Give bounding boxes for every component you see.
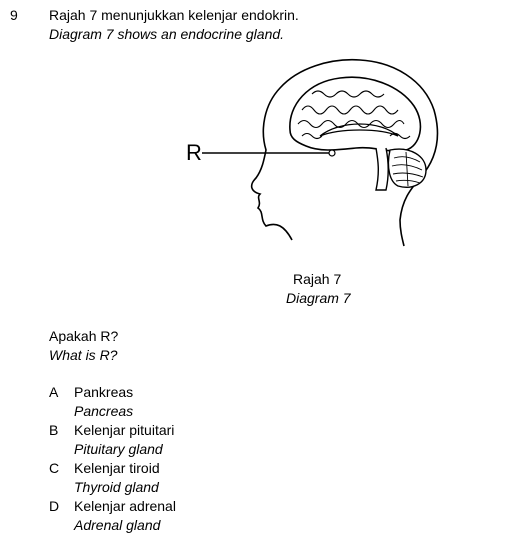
pituitary-gland: [328, 149, 336, 157]
brainstem: [375, 147, 389, 191]
option-text-english: Thyroid gland: [74, 479, 159, 495]
option-letter: C: [49, 460, 60, 476]
option-text-malay: Kelenjar adrenal: [74, 498, 176, 514]
diagram-caption-english: Diagram 7: [286, 290, 351, 306]
option-letter: A: [49, 384, 59, 400]
option-letter: B: [49, 422, 59, 438]
pointer-label: R: [186, 140, 202, 165]
question-stem-malay: Rajah 7 menunjukkan kelenjar endokrin.: [49, 7, 299, 23]
head-brain-diagram: [202, 58, 439, 247]
prompt-malay: Apakah R?: [49, 328, 119, 344]
option-letter: D: [49, 498, 60, 514]
option-text-malay: Kelenjar pituitari: [74, 422, 175, 438]
option-text-malay: Pankreas: [74, 384, 134, 400]
prompt-english: What is R?: [49, 347, 118, 363]
option-text-english: Adrenal gland: [74, 517, 161, 533]
corpus-callosum: [319, 123, 399, 137]
question-stem-english: Diagram 7 shows an endocrine gland.: [49, 26, 285, 42]
option-text-english: Pituitary gland: [74, 441, 163, 457]
cerebellum-folia: [391, 151, 424, 187]
option-text-english: Pancreas: [74, 403, 134, 419]
option-text-malay: Kelenjar tiroid: [74, 460, 160, 476]
diagram-caption-malay: Rajah 7: [293, 271, 342, 287]
question-number: 9: [10, 7, 18, 23]
brain-gyri: [297, 90, 411, 140]
brain-outline: [289, 76, 422, 152]
